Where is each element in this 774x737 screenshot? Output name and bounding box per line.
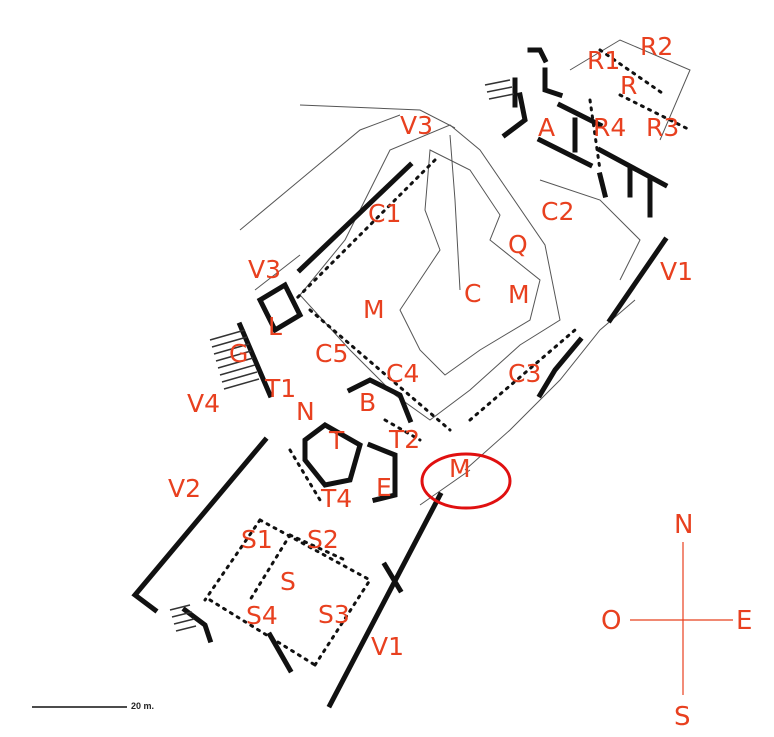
label-Q: Q (508, 230, 528, 259)
label-V1-right: V1 (660, 257, 693, 286)
scale-bar-label: 20 m. (131, 701, 154, 711)
label-S1: S1 (241, 525, 273, 554)
label-C3: C3 (508, 359, 541, 388)
label-C1: C1 (368, 199, 401, 228)
label-C5: C5 (315, 339, 348, 368)
label-T1: T1 (264, 374, 296, 403)
compass-north: N (674, 510, 693, 540)
label-S4: S4 (246, 601, 278, 630)
label-T: T (328, 426, 345, 455)
label-V1-bottom: V1 (371, 632, 404, 661)
label-R4: R4 (593, 113, 626, 142)
map-labels: R2 R1 R A R4 R3 V3 C1 C2 Q V1 V3 C M M L… (168, 32, 693, 661)
scale-bar: 20 m. (32, 701, 154, 711)
label-T4: T4 (320, 484, 352, 513)
label-R1: R1 (587, 46, 620, 75)
label-S: S (280, 567, 296, 596)
label-C: C (464, 279, 481, 308)
plan-stairs (169, 79, 515, 632)
compass-rose: N S E O (601, 510, 752, 732)
label-M-circled: M (449, 454, 471, 483)
compass-west: O (601, 606, 621, 636)
label-E: E (376, 473, 392, 502)
label-R: R (620, 71, 637, 100)
label-S2: S2 (307, 525, 339, 554)
label-A: A (538, 113, 555, 142)
label-L: L (268, 312, 282, 341)
label-M-left: M (363, 295, 385, 324)
compass-east: E (736, 606, 752, 636)
highlight-circle (420, 452, 512, 510)
plan-colonnades (203, 48, 692, 667)
plan-thick-walls (131, 47, 669, 709)
label-R3: R3 (646, 113, 679, 142)
label-V3-top: V3 (400, 111, 433, 140)
label-V3-mid: V3 (248, 255, 281, 284)
label-V2: V2 (168, 474, 201, 503)
label-G: G (229, 339, 248, 368)
label-M-right: M (508, 280, 530, 309)
label-R2: R2 (640, 32, 673, 61)
label-N: N (296, 397, 315, 426)
plan-thin-outlines (239, 39, 691, 506)
label-B: B (359, 388, 376, 417)
label-S3: S3 (318, 600, 350, 629)
label-T2: T2 (388, 425, 420, 454)
compass-south: S (674, 702, 691, 732)
label-C2: C2 (541, 197, 574, 226)
label-C4: C4 (386, 359, 419, 388)
label-V4: V4 (187, 389, 220, 418)
